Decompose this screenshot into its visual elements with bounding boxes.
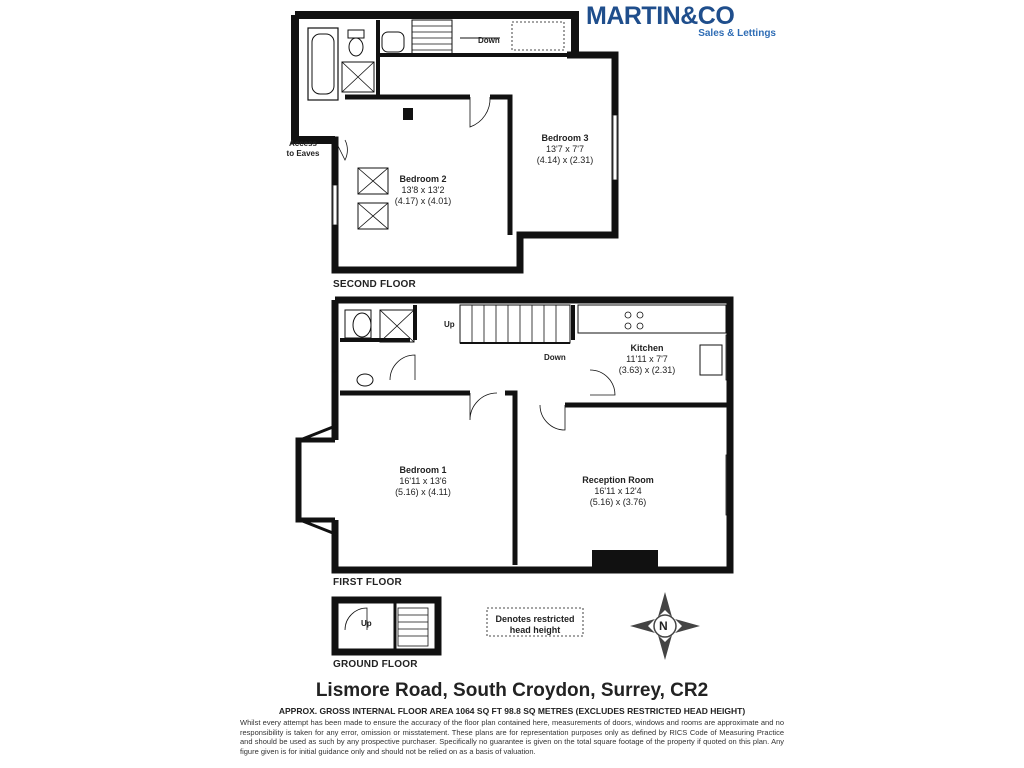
ground-floor-label: GROUND FLOOR [333,659,418,670]
room-bedroom-3: Bedroom 3 13'7 x 7'7 (4.14) x (2.31) [520,133,610,166]
disclaimer-text: Whilst every attempt has been made to en… [240,718,784,756]
room-bedroom-2: Bedroom 2 13'8 x 13'2 (4.17) x (4.01) [378,174,468,207]
room-kitchen: Kitchen 11'11 x 7'7 (3.63) x (2.31) [602,343,692,376]
stairs-down-label-second: Down [478,36,500,45]
access-line-1: Access [288,139,318,148]
room-metric: (3.63) x (2.31) [618,365,676,375]
compass-icon [630,592,700,660]
brand-logo: MARTIN&CO Sales & Lettings [586,2,776,39]
stairs-down-label-first: Down [544,353,566,362]
stairs-up-label-first: Up [444,320,455,329]
restricted-line-1: Denotes restricted [495,614,575,624]
room-metric: (4.17) x (4.01) [394,196,452,206]
room-metric: (5.16) x (4.11) [395,487,451,497]
restricted-key-box [486,607,584,637]
room-metric: (4.14) x (2.31) [536,155,594,165]
room-reception: Reception Room 16'11 x 12'4 (5.16) x (3.… [568,475,668,508]
brand-tagline: Sales & Lettings [698,28,776,39]
compass-north-label: N [659,619,668,633]
room-bedroom-1: Bedroom 1 16'11 x 13'6 (5.16) x (4.11) [378,465,468,498]
room-imperial: 13'8 x 13'2 [401,185,445,195]
floor-area: APPROX. GROSS INTERNAL FLOOR AREA 1064 S… [278,706,746,716]
room-imperial: 16'11 x 12'4 [594,486,642,496]
room-name: Bedroom 1 [399,465,447,475]
brand-name: MARTIN&CO [586,2,735,30]
access-to-eaves-label: Access to Eaves [283,139,323,159]
second-floor-label: SECOND FLOOR [333,279,416,290]
access-line-2: to Eaves [286,149,320,158]
ground-floor-plan [331,596,442,656]
stairs-up-label-ground: Up [361,619,372,628]
first-floor-label: FIRST FLOOR [333,577,402,588]
room-name: Bedroom 3 [541,133,589,143]
room-imperial: 13'7 x 7'7 [546,144,584,154]
room-name: Kitchen [630,343,664,353]
first-floor-plan [295,296,734,574]
room-name: Reception Room [582,475,654,485]
second-floor-plan [291,11,619,274]
restricted-height-key: Denotes restricted head height [487,614,583,636]
property-address: Lismore Road, South Croydon, Surrey, CR2 [315,680,709,701]
room-imperial: 16'11 x 13'6 [399,476,447,486]
room-imperial: 11'11 x 7'7 [626,354,668,364]
restricted-line-2: head height [509,625,561,635]
room-name: Bedroom 2 [399,174,447,184]
room-metric: (5.16) x (3.76) [589,497,647,507]
